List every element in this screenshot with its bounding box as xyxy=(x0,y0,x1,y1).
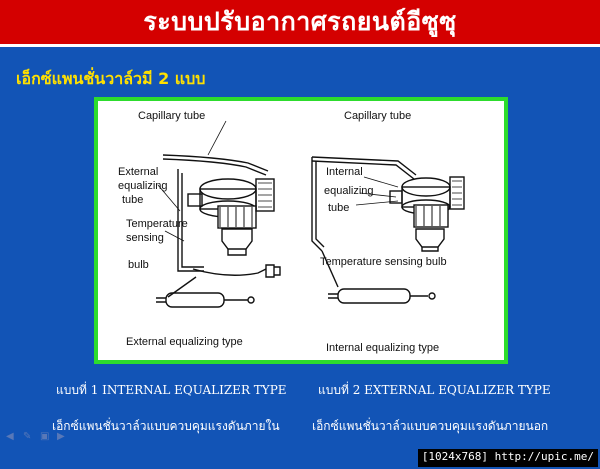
left-external-label-line1: External xyxy=(118,166,158,178)
pen-icon[interactable]: ✎ xyxy=(23,431,32,442)
left-type-label: External equalizing type xyxy=(126,336,243,348)
right-temp-label: Temperature sensing bulb xyxy=(320,256,447,268)
left-valve-drawing xyxy=(156,120,281,308)
right-description-caption: เอ็กซ์แพนชั่นวาล์วแบบควบคุมแรงดันภายนอก xyxy=(312,419,549,433)
left-description-caption: เอ็กซ์แพนชั่นวาล์วแบบควบคุมแรงดันภายใน xyxy=(52,419,280,433)
slides-icon[interactable]: ▣ xyxy=(40,431,50,442)
right-capillary-label: Capillary tube xyxy=(344,110,411,122)
left-external-label-line3: tube xyxy=(122,194,143,206)
slide-subtitle: เอ็กซ์แพนชั่นวาล์วมี 2 แบบ xyxy=(16,69,206,88)
right-internal-label-line3: tube xyxy=(328,202,349,214)
right-internal-label-line1: Internal xyxy=(326,166,363,178)
expansion-valve-diagram: Capillary tube External equalizing tube … xyxy=(118,110,465,354)
left-type-caption: แบบที่ 1 INTERNAL EQUALIZER TYPE xyxy=(56,383,287,397)
forward-arrow-icon[interactable]: ▶ xyxy=(57,431,65,442)
left-temp-label-line2: sensing xyxy=(126,232,164,244)
right-internal-label-line2: equalizing xyxy=(324,185,374,197)
right-type-label: Internal equalizing type xyxy=(326,342,439,354)
slideshow-nav: ◀ ✎ ▣ ▶ xyxy=(6,432,68,442)
left-temp-label-line3: bulb xyxy=(128,259,149,271)
left-external-label-line2: equalizing xyxy=(118,180,168,192)
left-temp-label-line1: Temperature xyxy=(126,218,188,230)
right-valve-drawing xyxy=(311,156,465,304)
slide-title: ระบบปรับอากาศรถยนต์อีซูซุ xyxy=(143,7,457,36)
image-watermark: [1024x768] http://upic.me/ xyxy=(417,449,598,467)
right-type-caption: แบบที่ 2 EXTERNAL EQUALIZER TYPE xyxy=(318,383,551,397)
title-bar: ระบบปรับอากาศรถยนต์อีซูซุ xyxy=(0,0,600,47)
left-capillary-label: Capillary tube xyxy=(138,110,205,122)
back-arrow-icon[interactable]: ◀ xyxy=(6,431,14,442)
diagram-frame: Capillary tube External equalizing tube … xyxy=(94,97,508,364)
